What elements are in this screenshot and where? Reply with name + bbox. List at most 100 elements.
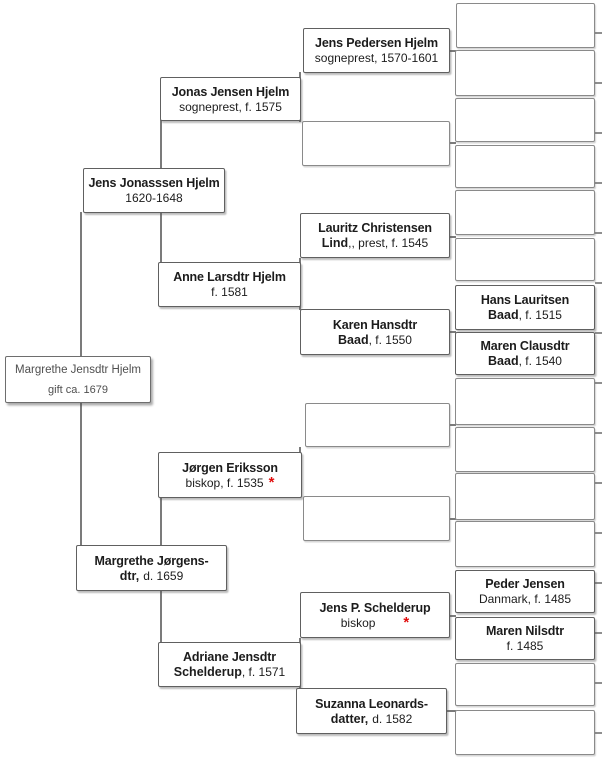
person-detail-text: d. 1659 xyxy=(143,568,184,583)
edge-tick xyxy=(595,282,602,284)
person-name: Jens P. Schelderup xyxy=(319,600,431,615)
edge-tick xyxy=(595,732,602,734)
edge-tick xyxy=(595,482,602,484)
person-box-margrethe-jensdtr-hjelm: Margrethe Jensdtr Hjelm gift ca. 1679 xyxy=(5,356,151,403)
empty-ancestor-box xyxy=(455,98,595,142)
person-detail: sogneprest, 1570-1601 xyxy=(314,51,439,65)
person-box-jens-p-schelderup: Jens P. Schelderup biskop * xyxy=(300,592,450,638)
person-name-part: dtr, xyxy=(119,568,140,583)
person-name-part: Baad xyxy=(488,308,519,322)
edge-tick xyxy=(595,132,602,134)
connector-tick xyxy=(447,710,456,712)
empty-ancestor-box xyxy=(455,190,595,235)
connector-tick xyxy=(447,331,456,333)
person-name-part: datter, xyxy=(330,711,369,726)
person-detail-text: , f. 1515 xyxy=(518,308,562,322)
person-detail-text: d. 1582 xyxy=(372,711,413,726)
edge-tick xyxy=(595,632,602,634)
person-box-maren-clausdtr-baad: Maren Clausdtr Baad, f. 1540 xyxy=(455,332,595,375)
person-detail: 1620-1648 xyxy=(125,191,183,205)
person-detail-text: biskop xyxy=(340,615,376,630)
edge-tick xyxy=(595,532,602,534)
person-box-peder-jensen-danmark: Peder Jensen Danmark, f. 1485 xyxy=(455,570,595,613)
person-name: Anne Larsdtr Hjelm xyxy=(173,270,286,284)
person-box-jens-pedersen-hjelm: Jens Pedersen Hjelm sogneprest, 1570-160… xyxy=(303,28,450,73)
empty-ancestor-box xyxy=(455,663,595,706)
connector-tick xyxy=(447,615,456,617)
person-name: Jonas Jensen Hjelm xyxy=(171,84,290,99)
person-name-part: Baad xyxy=(338,332,369,347)
empty-ancestor-box xyxy=(303,496,450,541)
person-name: Adriane Jensdtr xyxy=(183,650,276,664)
person-detail: Baad, f. 1550 xyxy=(338,333,412,348)
person-detail: dtr,d. 1659 xyxy=(120,569,184,584)
connector-tick xyxy=(447,142,456,144)
person-detail: biskop, f. 1535 * xyxy=(185,473,275,491)
person-box-margrethe-jorgensdtr: Margrethe Jørgens- dtr,d. 1659 xyxy=(76,545,227,591)
person-box-jens-jonasssen-hjelm: Jens Jonasssen Hjelm 1620-1648 xyxy=(83,168,225,213)
edge-tick xyxy=(595,332,602,334)
edge-tick xyxy=(595,82,602,84)
person-box-adriane-jensdtr-schelderup: Adriane Jensdtr Schelderup, f. 1571 xyxy=(158,642,301,687)
empty-ancestor-box xyxy=(305,403,450,447)
edge-tick xyxy=(595,432,602,434)
empty-ancestor-box xyxy=(455,145,595,188)
connector-tick xyxy=(447,424,456,426)
empty-ancestor-box xyxy=(455,378,595,425)
person-box-suzanna-leonardsdatter: Suzanna Leonards- datter,d. 1582 xyxy=(296,688,447,734)
person-box-jonas-jensen-hjelm: Jonas Jensen Hjelm sogneprest, f. 1575 xyxy=(160,77,301,121)
person-detail: biskop * xyxy=(340,613,410,631)
red-asterisk: * xyxy=(403,613,410,631)
person-name: Margrethe Jensdtr Hjelm xyxy=(15,363,141,376)
person-name: Maren Clausdtr xyxy=(480,339,570,353)
empty-ancestor-box xyxy=(455,50,595,96)
person-detail-text: ,, prest, f. 1545 xyxy=(348,236,429,250)
person-name-part: Lind xyxy=(321,236,349,250)
edge-tick xyxy=(595,682,602,684)
person-detail: Lind,, prest, f. 1545 xyxy=(322,236,428,251)
person-name: Peder Jensen xyxy=(485,577,565,591)
person-detail: gift ca. 1679 xyxy=(48,383,108,396)
empty-ancestor-box xyxy=(456,3,595,48)
edge-tick xyxy=(595,232,602,234)
connector-tick xyxy=(447,236,456,238)
person-box-hans-lauritsen-baad: Hans Lauritsen Baad, f. 1515 xyxy=(455,285,595,330)
connector-tick xyxy=(447,50,456,52)
red-asterisk: * xyxy=(268,473,275,491)
person-detail: Baad, f. 1515 xyxy=(488,308,562,323)
empty-ancestor-box xyxy=(302,121,450,166)
person-box-jorgen-eriksson: Jørgen Eriksson biskop, f. 1535 * xyxy=(158,452,302,498)
person-box-anne-larsdtr-hjelm: Anne Larsdtr Hjelm f. 1581 xyxy=(158,262,301,307)
person-name: Maren Nilsdtr xyxy=(486,624,564,638)
person-name: Lauritz Christensen xyxy=(318,221,432,235)
person-detail: sogneprest, f. 1575 xyxy=(179,99,282,114)
person-detail-text: , f. 1540 xyxy=(518,354,562,368)
person-name-part: Baad xyxy=(488,354,519,368)
person-box-maren-nilsdtr: Maren Nilsdtr f. 1485 xyxy=(455,617,595,660)
person-detail: Schelderup, f. 1571 xyxy=(174,665,285,680)
person-detail: f. 1485 xyxy=(506,639,544,653)
person-name: Suzanna Leonards- xyxy=(315,696,428,711)
person-detail-text: , f. 1550 xyxy=(368,332,412,347)
person-detail: datter,d. 1582 xyxy=(331,712,413,727)
edge-tick xyxy=(595,32,602,34)
person-detail: f. 1581 xyxy=(211,285,248,299)
person-name: Jørgen Eriksson xyxy=(182,460,278,475)
empty-ancestor-box xyxy=(455,521,595,567)
person-detail: Danmark, f. 1485 xyxy=(478,592,572,606)
person-name: Hans Lauritsen xyxy=(480,293,570,307)
person-name: Jens Jonasssen Hjelm xyxy=(88,176,220,190)
person-name: Karen Hansdtr xyxy=(332,317,418,332)
person-box-karen-hansdtr-baad: Karen Hansdtr Baad, f. 1550 xyxy=(300,309,450,355)
person-name: Margrethe Jørgens- xyxy=(94,553,209,568)
person-detail: Baad, f. 1540 xyxy=(488,354,562,369)
person-detail-text: biskop, f. 1535 xyxy=(185,475,264,490)
empty-ancestor-box xyxy=(455,473,595,520)
connector-tick xyxy=(447,518,456,520)
empty-ancestor-box xyxy=(455,238,595,281)
person-box-lauritz-christensen-lind: Lauritz Christensen Lind,, prest, f. 154… xyxy=(300,213,450,258)
edge-tick xyxy=(595,582,602,584)
person-detail-text: , f. 1571 xyxy=(241,665,286,679)
empty-ancestor-box xyxy=(455,710,595,755)
